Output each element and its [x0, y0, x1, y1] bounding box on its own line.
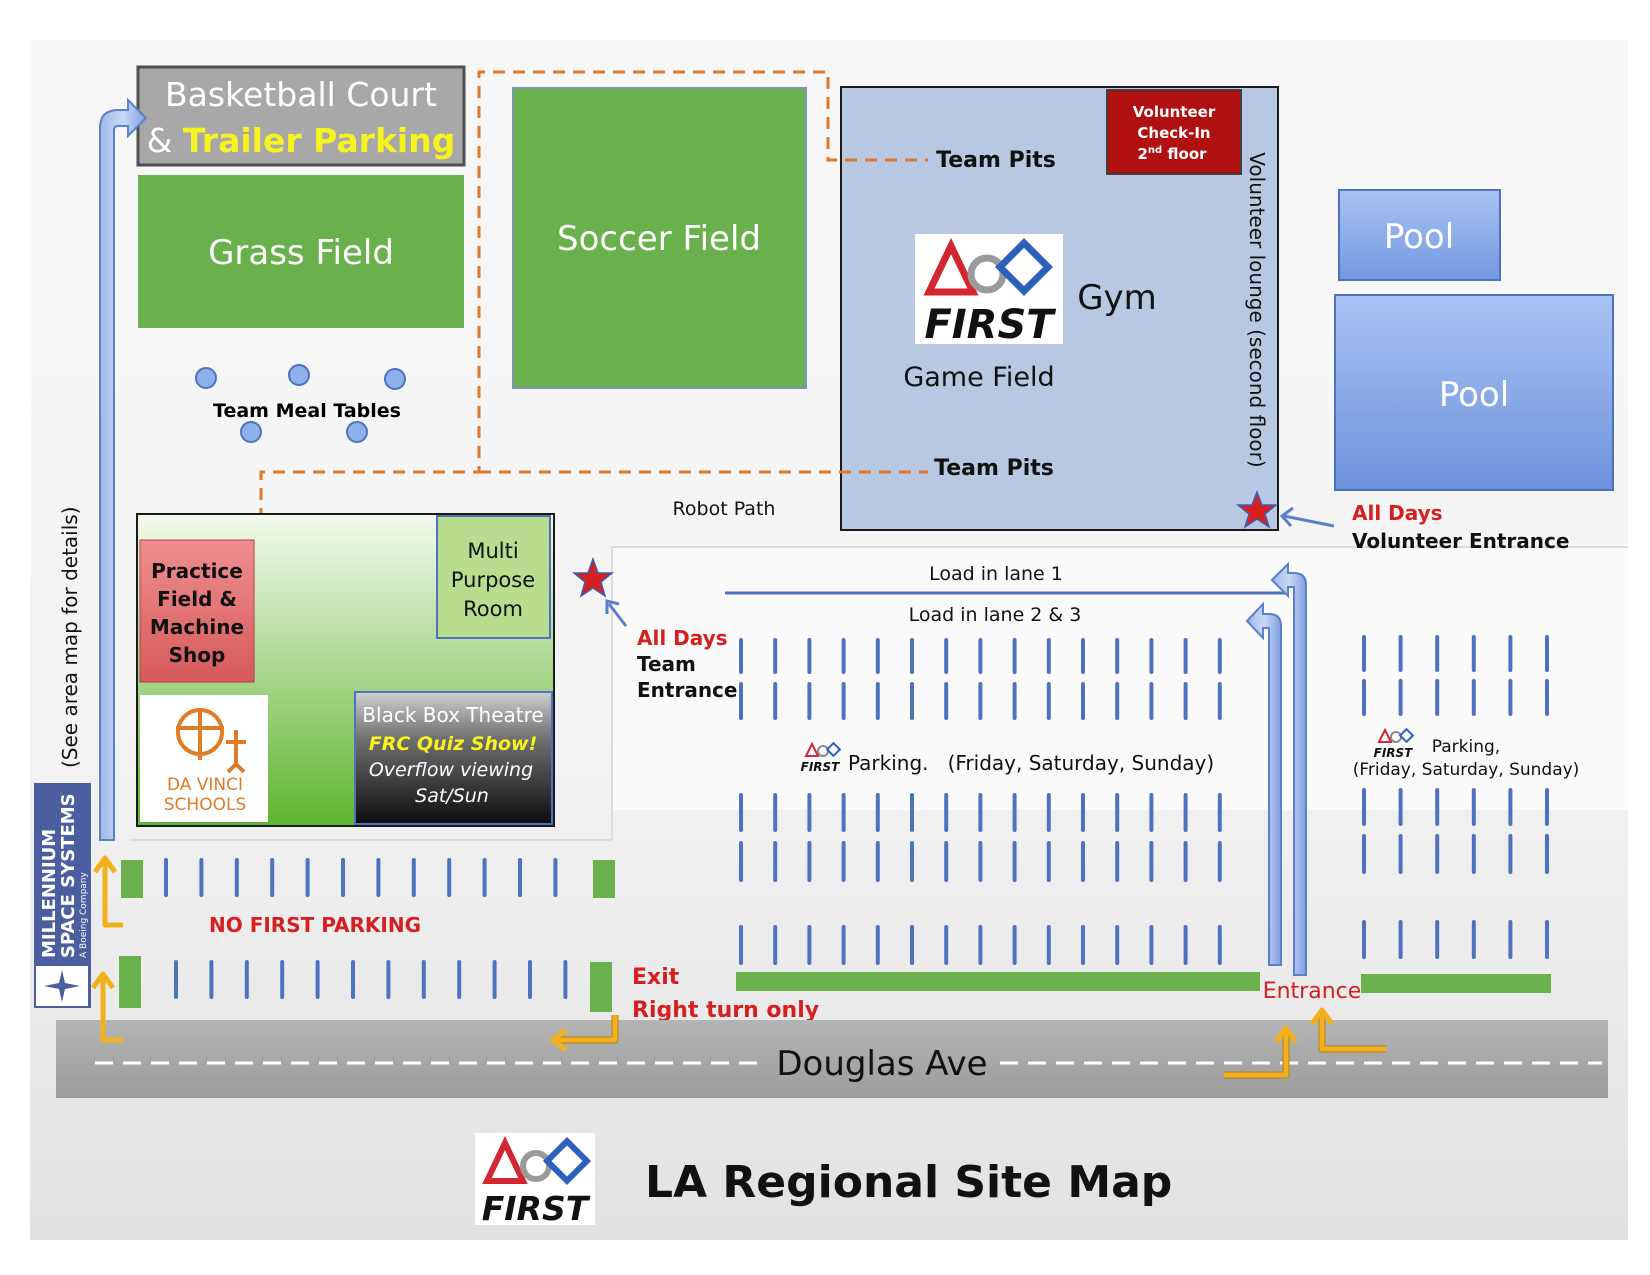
da-vinci-figure-icon: [176, 708, 246, 774]
soccer-field: Soccer Field: [512, 87, 807, 389]
da-vinci-logo-panel: [140, 695, 268, 822]
street-label: Douglas Ave: [776, 1044, 987, 1084]
volunteer-checkin-label: Volunteer: [1133, 103, 1216, 121]
sponsor-star-icon: [44, 970, 80, 1002]
side-exit-arrow-icon: [92, 855, 123, 928]
robot-path: [259, 70, 928, 600]
volunteer-entrance-marker: All Days Volunteer Entrance: [1235, 489, 1569, 553]
multipurpose-label: Purpose: [451, 568, 535, 592]
douglas-ave: Douglas Ave: [56, 1020, 1608, 1098]
side-entry-arrow-icon: [90, 971, 123, 1043]
parking-main: FIRST Parking. (Friday, Saturday, Sunday…: [801, 741, 1214, 775]
multipurpose-label: Room: [463, 597, 523, 621]
exit-label: Exit: [632, 965, 680, 990]
game-field-label: Game Field: [903, 362, 1054, 393]
team-entrance-star-icon: [571, 556, 615, 598]
side-path-arrow: [99, 97, 148, 841]
team-entrance-marker: All Days Team Entrance: [571, 556, 737, 702]
sponsor-name: MILLENNIUM: [39, 829, 60, 958]
practice-field-label: Field &: [157, 587, 237, 611]
team-entrance-label: Entrance: [637, 678, 737, 702]
sponsor-name: SPACE SYSTEMS: [58, 793, 79, 958]
first-mini-logo-icon: FIRST: [1374, 727, 1415, 760]
practice-field-label: Machine: [150, 615, 244, 639]
entry-arrow-lane-23: [1245, 601, 1282, 966]
parking-right-label: Parking,: [1432, 737, 1500, 757]
load-lane-1-label: Load in lane 1: [929, 563, 1063, 585]
team-entrance-label: Team: [637, 652, 696, 676]
practice-field-label: Practice: [151, 559, 243, 583]
parking-right: FIRST Parking, (Friday, Saturday, Sunday…: [1353, 727, 1580, 780]
black-box-theatre: [354, 691, 553, 825]
overflow-label: Sat/Sun: [415, 785, 489, 807]
da-vinci-logo-text: SCHOOLS: [164, 795, 246, 815]
gym-building: Volunteer Check-In 2nd floor FIRST Gym G…: [840, 86, 1279, 531]
pool-large: Pool: [1334, 294, 1614, 491]
multipurpose-label: Multi: [467, 539, 518, 563]
volunteer-checkin-label: Check-In: [1137, 124, 1210, 142]
pool-large-label: Pool: [1439, 375, 1509, 415]
overflow-label: Overflow viewing: [369, 759, 533, 781]
volunteer-entrance-star-icon: [1235, 489, 1279, 529]
volunteer-entrance-days: All Days: [1352, 501, 1443, 525]
parking-stalls: [164, 635, 1549, 999]
entrance-turn-arrow-icon: [1309, 1007, 1386, 1053]
team-meal-tables-label: Team Meal Tables: [213, 400, 401, 422]
gym-label: Gym: [1077, 278, 1157, 318]
sponsor-tagline: A Boeing Company: [79, 871, 89, 958]
parking-main-label: Parking. (Friday, Saturday, Sunday): [848, 751, 1214, 775]
page-title: LA Regional Site Map: [645, 1157, 1172, 1208]
no-first-parking-label: NO FIRST PARKING: [209, 913, 421, 937]
entrance-label: Entrance: [1263, 979, 1362, 1004]
svg-text:FIRST: FIRST: [1374, 746, 1414, 760]
parking-right-label: (Friday, Saturday, Sunday): [1353, 760, 1580, 780]
trailer-parking-label: & Trailer Parking: [147, 121, 456, 160]
team-entrance-days: All Days: [637, 626, 728, 650]
svg-text:FIRST: FIRST: [801, 760, 841, 774]
exit-rule-label: Right turn only: [632, 998, 819, 1023]
sponsor-logo: MILLENNIUM SPACE SYSTEMS A Boeing Compan…: [34, 783, 91, 1008]
parking-lot-area: [612, 545, 1628, 810]
team-meal-tables: Team Meal Tables: [195, 364, 406, 443]
title-first-logo: FIRST: [475, 1133, 595, 1228]
traffic-arrows: [90, 855, 1386, 1079]
volunteer-checkin-floor: 2nd floor: [1137, 145, 1207, 163]
basketball-court: Basketball Court & Trailer Parking: [136, 65, 466, 167]
multipurpose-room: [436, 515, 551, 639]
grass-field-label: Grass Field: [208, 233, 394, 273]
soccer-field-label: Soccer Field: [557, 219, 761, 259]
grass-field: Grass Field: [138, 175, 464, 328]
pool-small-label: Pool: [1384, 217, 1454, 257]
da-vinci-logo-text: DA VINCI: [167, 775, 243, 795]
black-box-label: Black Box Theatre: [362, 703, 543, 727]
curb-islands: [119, 860, 1551, 1012]
volunteer-lounge-label: Volunteer lounge (second floor): [1245, 152, 1269, 467]
entrance-turn-arrow-icon: [1224, 1025, 1299, 1079]
first-mini-logo-icon: FIRST: [801, 741, 842, 774]
quiz-show-label: FRC Quiz Show!: [369, 733, 538, 755]
practice-field-label: Shop: [169, 643, 226, 667]
basketball-court-label: Basketball Court: [165, 75, 437, 114]
first-logo: FIRST: [915, 234, 1063, 348]
pool-small: Pool: [1338, 189, 1501, 281]
da-vinci-campus: Practice Field & Machine Shop Multi Purp…: [136, 513, 555, 827]
first-logo-text: FIRST: [924, 302, 1056, 348]
team-pits-bottom-label: Team Pits: [934, 456, 1054, 481]
exit-turn-arrow-icon: [550, 1015, 619, 1052]
entry-arrow-lane-1: [1270, 561, 1307, 976]
volunteer-entrance-label: Volunteer Entrance: [1352, 529, 1569, 553]
title-logo-text: FIRST: [482, 1189, 591, 1228]
load-in-lanes: Load in lane 1 Load in lane 2 & 3: [725, 563, 1285, 626]
practice-field-shop: [139, 539, 255, 683]
team-pits-top-label: Team Pits: [936, 148, 1056, 173]
volunteer-checkin-box: [1106, 89, 1242, 175]
area-map-note: (See area map for details): [58, 506, 82, 768]
robot-path-label: Robot Path: [673, 498, 776, 520]
load-lane-23-label: Load in lane 2 & 3: [909, 604, 1082, 626]
